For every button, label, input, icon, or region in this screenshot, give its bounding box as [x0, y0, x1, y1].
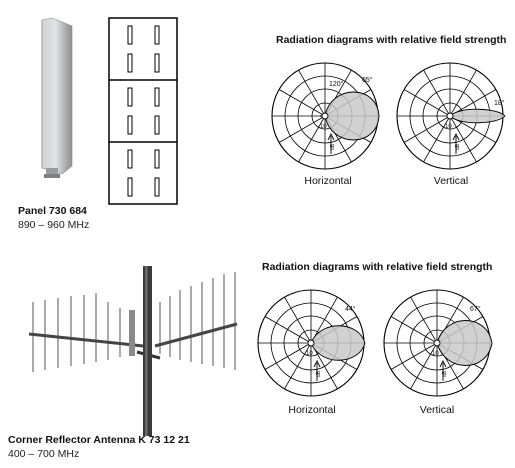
beamwidth-label: 44° [345, 306, 356, 313]
diagram-title: Radiation diagrams with relative field s… [262, 261, 493, 273]
polar-diagram-vertical [396, 62, 506, 170]
polar-diagram-horizontal [271, 62, 380, 170]
scale-mark: 10 [432, 351, 439, 357]
product-name: Corner Reflector Antenna K 73 12 21 [8, 434, 190, 446]
bearing-label: 120° [329, 81, 344, 88]
scale-mark: 10 [306, 351, 313, 357]
diagram-label-vertical: Vertical [433, 175, 469, 187]
diagram-label-horizontal: Horizontal [304, 175, 352, 187]
polar-diagram-horizontal [257, 289, 366, 397]
db-mark: dB [330, 143, 337, 151]
beamwidth-label: 18° [494, 100, 505, 107]
diagram-label-vertical: Vertical [419, 404, 455, 416]
product-name: Panel 730 684 [18, 205, 87, 217]
diagram-title: Radiation diagrams with relative field s… [276, 34, 507, 46]
corner-reflector-antenna-image [28, 266, 238, 436]
db-mark: dB [455, 143, 462, 151]
db-mark: dB [316, 370, 323, 378]
polar-diagram-vertical [383, 289, 493, 397]
product-frequency-range: 400 – 700 MHz [8, 448, 80, 460]
scale-mark: 10 [445, 124, 452, 130]
beamwidth-label: 65° [362, 77, 373, 84]
panel-dipole-layout [108, 17, 178, 205]
diagram-label-horizontal: Horizontal [288, 404, 336, 416]
beamwidth-label: 67° [470, 306, 481, 313]
scale-mark: 10 [320, 124, 327, 130]
db-mark: dB [442, 370, 449, 378]
panel-antenna-image [41, 17, 73, 178]
product-frequency-range: 890 – 960 MHz [18, 219, 90, 231]
